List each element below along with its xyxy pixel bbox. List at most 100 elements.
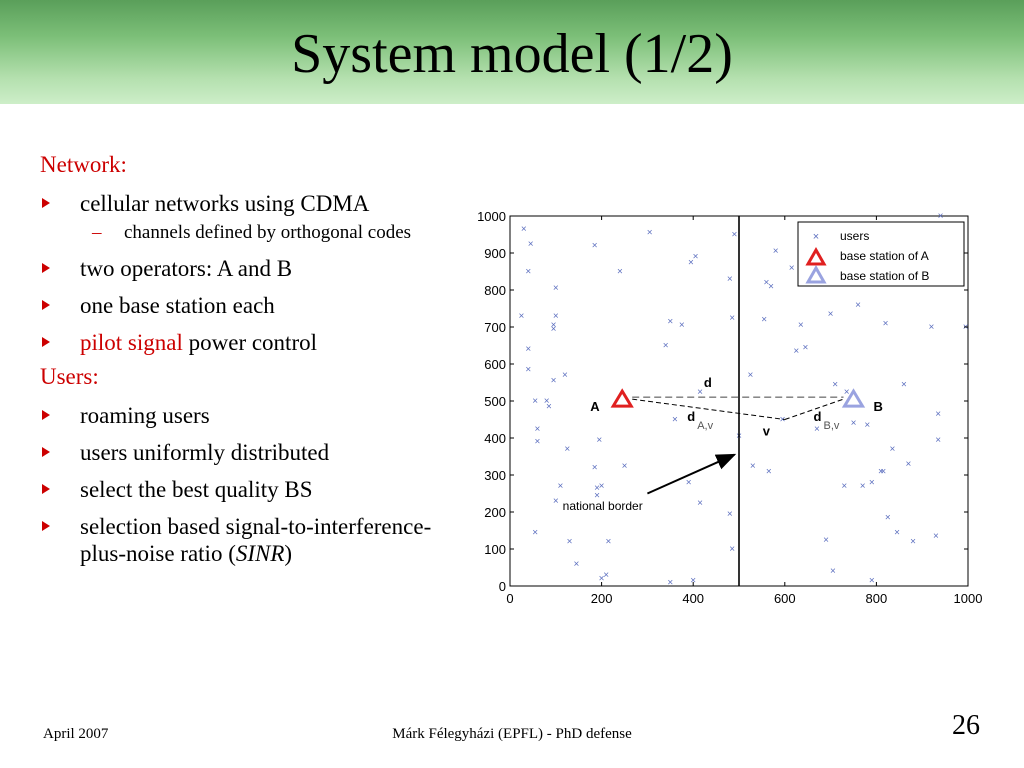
user-point: × bbox=[890, 444, 896, 455]
y-tick-label: 800 bbox=[484, 283, 506, 298]
legend-station-a-marker bbox=[805, 246, 827, 266]
user-point: × bbox=[622, 461, 628, 472]
user-point: × bbox=[592, 463, 598, 474]
user-point: × bbox=[690, 575, 696, 586]
dash-bullet-icon: – bbox=[92, 222, 102, 243]
user-point: × bbox=[832, 379, 838, 390]
user-point: × bbox=[793, 346, 799, 357]
x-tick-label: 800 bbox=[866, 591, 888, 606]
user-point: × bbox=[727, 274, 733, 285]
national-border-arrow bbox=[646, 453, 737, 495]
bullet-item: two operators: A and B bbox=[40, 255, 460, 282]
user-point: × bbox=[551, 324, 557, 335]
user-point: × bbox=[814, 424, 820, 435]
legend-users-marker: × bbox=[813, 231, 819, 243]
user-point: × bbox=[780, 415, 786, 426]
user-point: × bbox=[667, 316, 673, 327]
section-label-network: Network: bbox=[40, 152, 127, 177]
x-tick-label: 200 bbox=[591, 591, 613, 606]
user-point: × bbox=[933, 531, 939, 542]
arrow-bullet-icon bbox=[42, 521, 50, 531]
user-point: × bbox=[823, 535, 829, 546]
user-point: × bbox=[573, 559, 579, 570]
user-point: × bbox=[789, 263, 795, 274]
user-point: × bbox=[553, 311, 559, 322]
user-point: × bbox=[562, 370, 568, 381]
bullet-text: two operators: A and B bbox=[80, 256, 293, 281]
user-point: × bbox=[731, 230, 737, 241]
bullet-text: one base station each bbox=[80, 293, 275, 318]
bullet-list: Network: cellular networks using CDMA –c… bbox=[40, 150, 460, 567]
user-point: × bbox=[883, 318, 889, 329]
user-point: × bbox=[761, 315, 767, 326]
y-tick-label: 900 bbox=[484, 246, 506, 261]
user-point: × bbox=[773, 246, 779, 257]
user-point: × bbox=[521, 224, 527, 235]
arrow-bullet-icon bbox=[42, 447, 50, 457]
x-tick-label: 400 bbox=[682, 591, 704, 606]
bullet-italic: SINR bbox=[235, 541, 285, 566]
legend-users-label: users bbox=[840, 229, 869, 243]
user-point: × bbox=[841, 481, 847, 492]
user-point: × bbox=[525, 344, 531, 355]
user-point: × bbox=[885, 513, 891, 524]
user-point: × bbox=[686, 477, 692, 488]
page-number: 26 bbox=[952, 710, 980, 741]
bullet-item: cellular networks using CDMA bbox=[40, 190, 460, 217]
user-point: × bbox=[750, 461, 756, 472]
user-point: × bbox=[894, 527, 900, 538]
station-b-label: B bbox=[874, 399, 883, 414]
bullet-item: one base station each bbox=[40, 292, 460, 319]
user-point: × bbox=[606, 537, 612, 548]
distance-bv-line bbox=[784, 398, 844, 420]
user-point: × bbox=[596, 435, 602, 446]
user-point: × bbox=[532, 527, 538, 538]
user-point: × bbox=[828, 309, 834, 320]
user-point: × bbox=[697, 498, 703, 509]
distance-av-label: d bbox=[687, 409, 695, 424]
y-tick-label: 300 bbox=[484, 468, 506, 483]
bullet-text: roaming users bbox=[80, 403, 210, 428]
section-label-users: Users: bbox=[40, 364, 99, 389]
user-point: × bbox=[798, 320, 804, 331]
user-point: × bbox=[878, 466, 884, 477]
user-point: × bbox=[551, 320, 557, 331]
y-tick-label: 500 bbox=[484, 394, 506, 409]
user-point: × bbox=[557, 481, 563, 492]
user-point: × bbox=[532, 396, 538, 407]
network-scatter-plot: ××××××××××××××××××××××××××××××××××××××××… bbox=[477, 209, 982, 606]
user-point: × bbox=[855, 300, 861, 311]
user-point: × bbox=[901, 379, 907, 390]
user-point: × bbox=[535, 437, 541, 448]
distance-bv-subscript: B,v bbox=[824, 420, 840, 432]
user-point: × bbox=[672, 415, 678, 426]
user-point: × bbox=[592, 241, 598, 252]
station-a-label: A bbox=[590, 399, 600, 414]
bullet-text: selection based signal-to-interference-p… bbox=[80, 514, 432, 566]
bullet-item: select the best quality BS bbox=[40, 476, 460, 503]
distance-bv-label: d bbox=[814, 409, 822, 424]
user-point: × bbox=[647, 228, 653, 239]
user-point: × bbox=[860, 481, 866, 492]
user-point: × bbox=[727, 509, 733, 520]
user-point: × bbox=[567, 537, 573, 548]
user-point: × bbox=[869, 575, 875, 586]
user-point: × bbox=[935, 409, 941, 420]
national-border-label: national border bbox=[563, 499, 643, 513]
legend: × users base station of A base station o… bbox=[797, 221, 965, 287]
legend-station-b-marker bbox=[805, 264, 827, 284]
user-point: × bbox=[594, 490, 600, 501]
user-point: × bbox=[851, 418, 857, 429]
x-tick-label: 600 bbox=[774, 591, 796, 606]
title-bar bbox=[0, 0, 1024, 104]
user-point: × bbox=[519, 311, 525, 322]
base-station-a-triangle bbox=[610, 388, 634, 408]
user-point: × bbox=[935, 435, 941, 446]
user-point: × bbox=[544, 396, 550, 407]
arrow-bullet-icon bbox=[42, 198, 50, 208]
user-point: × bbox=[599, 574, 605, 585]
x-tick-label: 0 bbox=[506, 591, 513, 606]
bullet-highlight: pilot signal bbox=[80, 330, 183, 355]
user-point: × bbox=[830, 566, 836, 577]
